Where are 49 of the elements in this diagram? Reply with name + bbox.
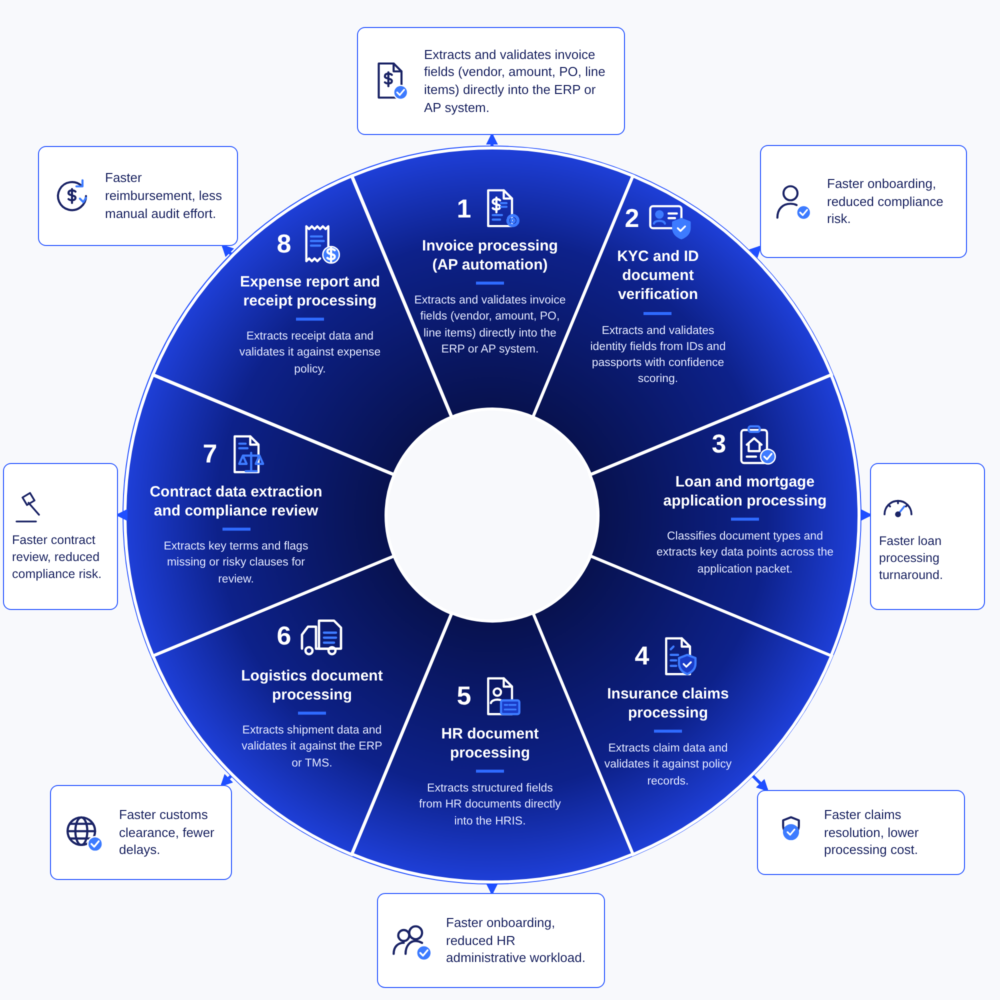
step-description: Classifies document types and extracts key data points across the application packet.	[655, 530, 835, 578]
step-description: Extracts and validates identity fields from IDs and passports with confidence scoring.	[589, 324, 727, 387]
outcome-text: Faster onboarding, reduced HR administrative workload.	[446, 914, 586, 967]
step-description: Extracts structured fields from HR documents directly into the HRIS.	[418, 782, 562, 830]
outcome-card	[3, 463, 118, 610]
arrow	[486, 883, 498, 896]
step-number: 3	[712, 429, 726, 460]
arrow	[116, 509, 128, 521]
outcome-card	[757, 790, 965, 875]
arrow	[486, 132, 498, 146]
step-description: Extracts key terms and flags missing or risky clauses for review.	[162, 540, 310, 588]
arrow	[752, 774, 769, 792]
step-description: Extracts receipt data and validates it against expense policy.	[238, 330, 382, 378]
outcome-text: Faster customs clearance, fewer delays.	[119, 806, 216, 859]
step-description: Extracts claim data and validates it against policy records.	[603, 742, 733, 790]
outcome-card	[760, 145, 967, 258]
arrow	[221, 244, 234, 258]
outcome-card	[50, 785, 232, 880]
outcome-card	[357, 27, 625, 135]
step-number: 8	[276, 229, 292, 260]
outcome-text: Extracts and validates invoice fields (vendor, amount, PO, line items) directly into the ERP or AP system.	[424, 46, 606, 116]
outcome-text: Faster claims resolution, lower processing cost.	[824, 806, 920, 859]
arrow	[748, 245, 762, 258]
step-number: 5	[456, 681, 472, 712]
step-number: 4	[634, 641, 650, 672]
outcome-text: Faster contract review, reduced compliance risk.	[12, 532, 103, 583]
step-title: Insurance claims processing	[606, 684, 730, 724]
step-title: Loan and mortgage application processing	[662, 472, 828, 512]
arrow	[860, 509, 872, 521]
step-number: 2	[624, 204, 640, 235]
step-title: HR document processing	[440, 724, 540, 764]
step-title: Contract data extraction and compliance review	[148, 482, 324, 522]
outcome-card	[377, 893, 605, 988]
outcome-text: Faster reimbursement, less manual audit effort.	[105, 169, 224, 222]
wheel-segment	[125, 374, 394, 656]
step-number: 1	[456, 193, 472, 224]
outcome-text: Faster loan processing turnaround.	[879, 533, 944, 584]
step-title: Invoice processing (AP automation)	[421, 236, 559, 275]
step-title: Logistics document processing	[240, 666, 384, 706]
outcome-card	[38, 146, 238, 246]
outcome-text: Faster onboarding, reduced compliance risk.	[827, 174, 944, 228]
step-description: Extracts shipment data and validates it against the ERP or TMS.	[240, 724, 384, 772]
step-title: KYC and ID document verification	[616, 247, 700, 305]
step-number: 6	[276, 621, 292, 652]
step-number: 7	[202, 439, 218, 470]
step-description: Extracts and validates invoice fields (vendor, amount, PO, line items) directly into the ERP or AP system.	[413, 294, 567, 358]
step-title: Expense report and receipt processing	[238, 272, 381, 312]
arrow	[220, 774, 234, 787]
outcome-card	[870, 463, 985, 610]
